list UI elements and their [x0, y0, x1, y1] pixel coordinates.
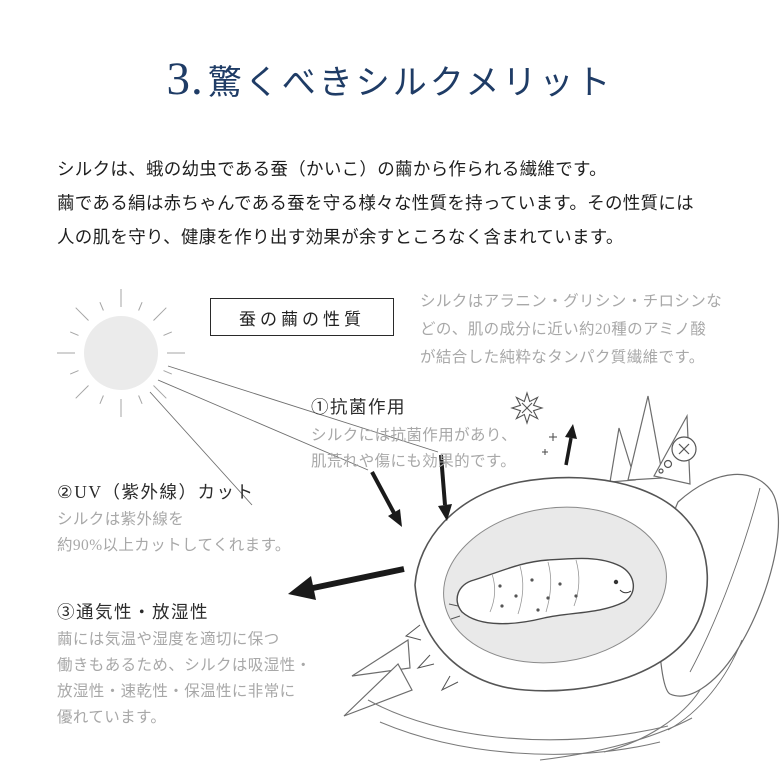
benefit-breathability-description: 繭には気温や湿度を適切に保つ 働きもあるため、シルクは吸湿性・ 放湿性・速乾性・… — [57, 627, 311, 731]
sparkle-doodle — [510, 391, 557, 455]
benefit-uv-cut-heading: ②UV（紫外線）カット — [57, 482, 255, 502]
title-text: 驚くべきシルクメリット — [207, 65, 614, 102]
branch-lines — [367, 689, 701, 761]
intro-line: シルクは、蛾の幼虫である蚕（かいこ）の繭から作られる繊維です。 — [57, 159, 607, 179]
benefit-line: シルクには抗菌作用があり、 — [311, 427, 518, 444]
arrow-up-icon — [564, 424, 577, 466]
benefit-line: 放湿性・速乾性・保温性に非常に — [57, 683, 296, 700]
note-line: が結合した純粋なタンパク質繊維です。 — [420, 349, 705, 366]
crossed-germ-doodle — [658, 436, 697, 474]
note-line: どの、肌の成分に近い約20種のアミノ酸 — [420, 321, 707, 338]
arrow-left-icon — [288, 566, 405, 600]
benefit-antibacterial-heading: ①抗菌作用 — [311, 397, 406, 417]
benefit-line: シルクは紫外線を — [57, 511, 185, 528]
intro-line: 人の肌を守り、健康を作り出す効果が余すところなく含まれています。 — [57, 227, 624, 247]
benefit-line: 肌荒れや傷にも効果的です。 — [311, 453, 517, 470]
page-title: 3. 驚くべきシルクメリット — [0, 52, 780, 106]
sun-icon — [57, 289, 185, 417]
benefit-breathability-heading: ③通気性・放湿性 — [57, 602, 209, 622]
intro-line: 繭である絹は赤ちゃんである蚕を守る様々な性質を持っています。その性質には — [57, 193, 694, 213]
intro-paragraph: シルクは、蛾の幼虫である蚕（かいこ）の繭から作られる繊維です。 繭である絹は赤ち… — [57, 152, 694, 254]
benefit-line: 約90%以上カットしてくれます。 — [57, 537, 291, 554]
benefit-antibacterial-description: シルクには抗菌作用があり、 肌荒れや傷にも効果的です。 — [311, 423, 517, 475]
silkworm-eye — [613, 579, 619, 585]
benefit-uv-cut-description: シルクは紫外線を 約90%以上カットしてくれます。 — [57, 507, 291, 559]
benefit-line: 繭には気温や湿度を適切に保つ — [57, 631, 280, 648]
note-line: シルクはアラニン・グリシン・チロシンな — [420, 293, 723, 310]
silkworm-illustration — [448, 557, 634, 625]
arrow-down-icon — [438, 454, 452, 521]
cocoon-property-label: 蚕の繭の性質 — [239, 309, 365, 329]
cocoon-property-label-box: 蚕の繭の性質 — [210, 298, 394, 336]
amino-acid-note: シルクはアラニン・グリシン・チロシンな どの、肌の成分に近い約20種のアミノ酸 … — [420, 288, 722, 372]
title-number: 3. — [166, 53, 204, 105]
arrow-down-right-icon — [370, 471, 402, 527]
benefit-line: 優れています。 — [57, 709, 167, 726]
sunbeam-lines — [149, 365, 439, 506]
benefit-line: 働きもあるため、シルクは吸湿性・ — [57, 657, 312, 674]
